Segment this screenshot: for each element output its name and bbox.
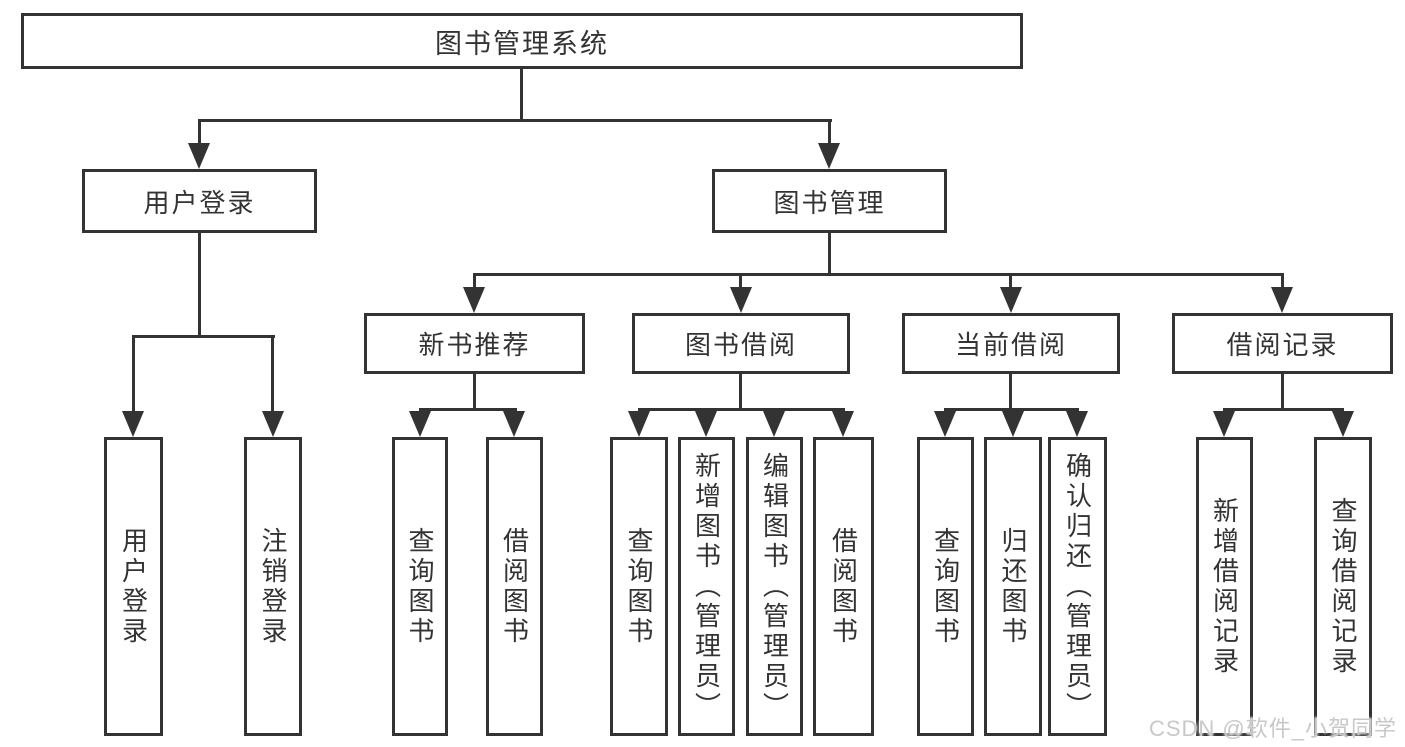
leaf-new-rec-query-books: 查询图书 (392, 437, 448, 736)
node-records: 借阅记录 (1172, 313, 1393, 374)
node-user-login-label: 用户登录 (143, 187, 256, 218)
edge-root-hbar (198, 119, 832, 122)
node-root: 图书管理系统 (21, 13, 1023, 69)
edge-root-trunk (520, 69, 523, 121)
arrow-login-leaf (122, 411, 144, 437)
leaf-borrow-query-books-label: 查询图书 (624, 526, 654, 647)
node-user-login: 用户登录 (82, 169, 317, 233)
leaf-logout-label: 注销登录 (258, 526, 288, 647)
edge-records-hbar (1223, 408, 1344, 411)
arrow-borrow (730, 287, 752, 313)
arrow-borrow-leaf-3 (763, 411, 785, 437)
node-records-label: 借阅记录 (1226, 330, 1339, 360)
arrow-current-leaf-2 (1002, 411, 1024, 437)
leaf-records-query-record: 查询借阅记录 (1314, 437, 1372, 736)
arrow-records-leaf-2 (1332, 411, 1354, 437)
edge-user-login-hbar (132, 335, 275, 338)
node-borrow: 图书借阅 (632, 313, 850, 374)
leaf-new-rec-query-books-label: 查询图书 (405, 526, 435, 647)
leaf-borrow-edit-books-admin-label: 编辑图书（管理员） (759, 451, 790, 722)
node-new-rec-label: 新书推荐 (418, 330, 531, 360)
leaf-current-query-books-label: 查询图书 (930, 526, 961, 647)
arrow-records-leaf-1 (1213, 411, 1235, 437)
arrow-current-leaf-3 (1066, 411, 1088, 437)
leaf-new-rec-borrow-books: 借阅图书 (486, 437, 543, 736)
node-borrow-label: 图书借阅 (684, 330, 797, 360)
arrow-records (1271, 287, 1293, 313)
leaf-borrow-borrow-books: 借阅图书 (813, 437, 874, 736)
edge-new-rec-trunk (473, 374, 476, 410)
arrow-borrow-leaf-2 (695, 411, 717, 437)
leaf-borrow-query-books: 查询图书 (610, 437, 668, 736)
arrow-new-rec-leaf-1 (409, 411, 431, 437)
arrow-borrow-leaf-4 (832, 411, 854, 437)
edge-borrow-hbar (638, 408, 845, 411)
edge-stem-logout-leaf (271, 335, 274, 415)
leaf-records-add-record: 新增借阅记录 (1196, 437, 1253, 736)
edge-records-trunk (1281, 374, 1284, 410)
leaf-borrow-edit-books-admin: 编辑图书（管理员） (746, 437, 803, 736)
arrow-book-mgmt (818, 143, 840, 169)
leaf-records-query-record-label: 查询借阅记录 (1328, 496, 1358, 677)
arrow-current (1000, 287, 1022, 313)
edge-current-hbar (944, 408, 1079, 411)
leaf-new-rec-borrow-books-label: 借阅图书 (499, 526, 530, 647)
arrow-new-rec-leaf-2 (503, 411, 525, 437)
leaf-user-login-label: 用户登录 (118, 526, 149, 647)
edge-book-mgmt-hbar (473, 273, 1284, 276)
edge-borrow-trunk (739, 374, 742, 410)
edge-new-rec-hbar (419, 408, 517, 411)
leaf-logout: 注销登录 (244, 437, 302, 736)
edge-stem-new-rec (473, 273, 476, 293)
leaf-user-login: 用户登录 (104, 437, 163, 736)
leaf-records-add-record-label: 新增借阅记录 (1209, 496, 1240, 677)
arrow-borrow-leaf-1 (628, 411, 650, 437)
edge-stem-current (1009, 273, 1012, 293)
leaf-current-query-books: 查询图书 (917, 437, 974, 736)
leaf-borrow-borrow-books-label: 借阅图书 (828, 526, 859, 647)
csdn-watermark: CSDN @软件_小贺同学 (1148, 716, 1397, 741)
arrow-user-login (188, 143, 210, 169)
leaf-current-confirm-return-admin: 确认归还（管理员） (1048, 437, 1107, 736)
edge-stem-records (1281, 273, 1284, 293)
leaf-current-return-books: 归还图书 (984, 437, 1042, 736)
arrow-new-rec (463, 287, 485, 313)
arrow-current-leaf-1 (934, 411, 956, 437)
leaf-borrow-add-books-admin-label: 新增图书（管理员） (691, 451, 722, 722)
edge-stem-borrow (739, 273, 742, 293)
edge-user-login-trunk (198, 233, 201, 337)
leaf-current-return-books-label: 归还图书 (998, 526, 1028, 647)
edge-current-trunk (1009, 374, 1012, 410)
node-new-rec: 新书推荐 (364, 313, 585, 374)
arrow-logout-leaf (262, 411, 284, 437)
edge-stem-user-login (198, 119, 201, 147)
node-current-label: 当前借阅 (954, 330, 1067, 360)
edge-book-mgmt-trunk (828, 233, 831, 275)
node-book-mgmt: 图书管理 (712, 169, 947, 233)
node-book-mgmt-label: 图书管理 (773, 187, 886, 218)
edge-stem-login-leaf (132, 335, 135, 415)
leaf-current-confirm-return-admin-label: 确认归还（管理员） (1062, 451, 1093, 722)
leaf-borrow-add-books-admin: 新增图书（管理员） (678, 437, 735, 736)
node-root-label: 图书管理系统 (435, 28, 609, 59)
edge-stem-book-mgmt (828, 119, 831, 147)
node-current: 当前借阅 (902, 313, 1120, 374)
